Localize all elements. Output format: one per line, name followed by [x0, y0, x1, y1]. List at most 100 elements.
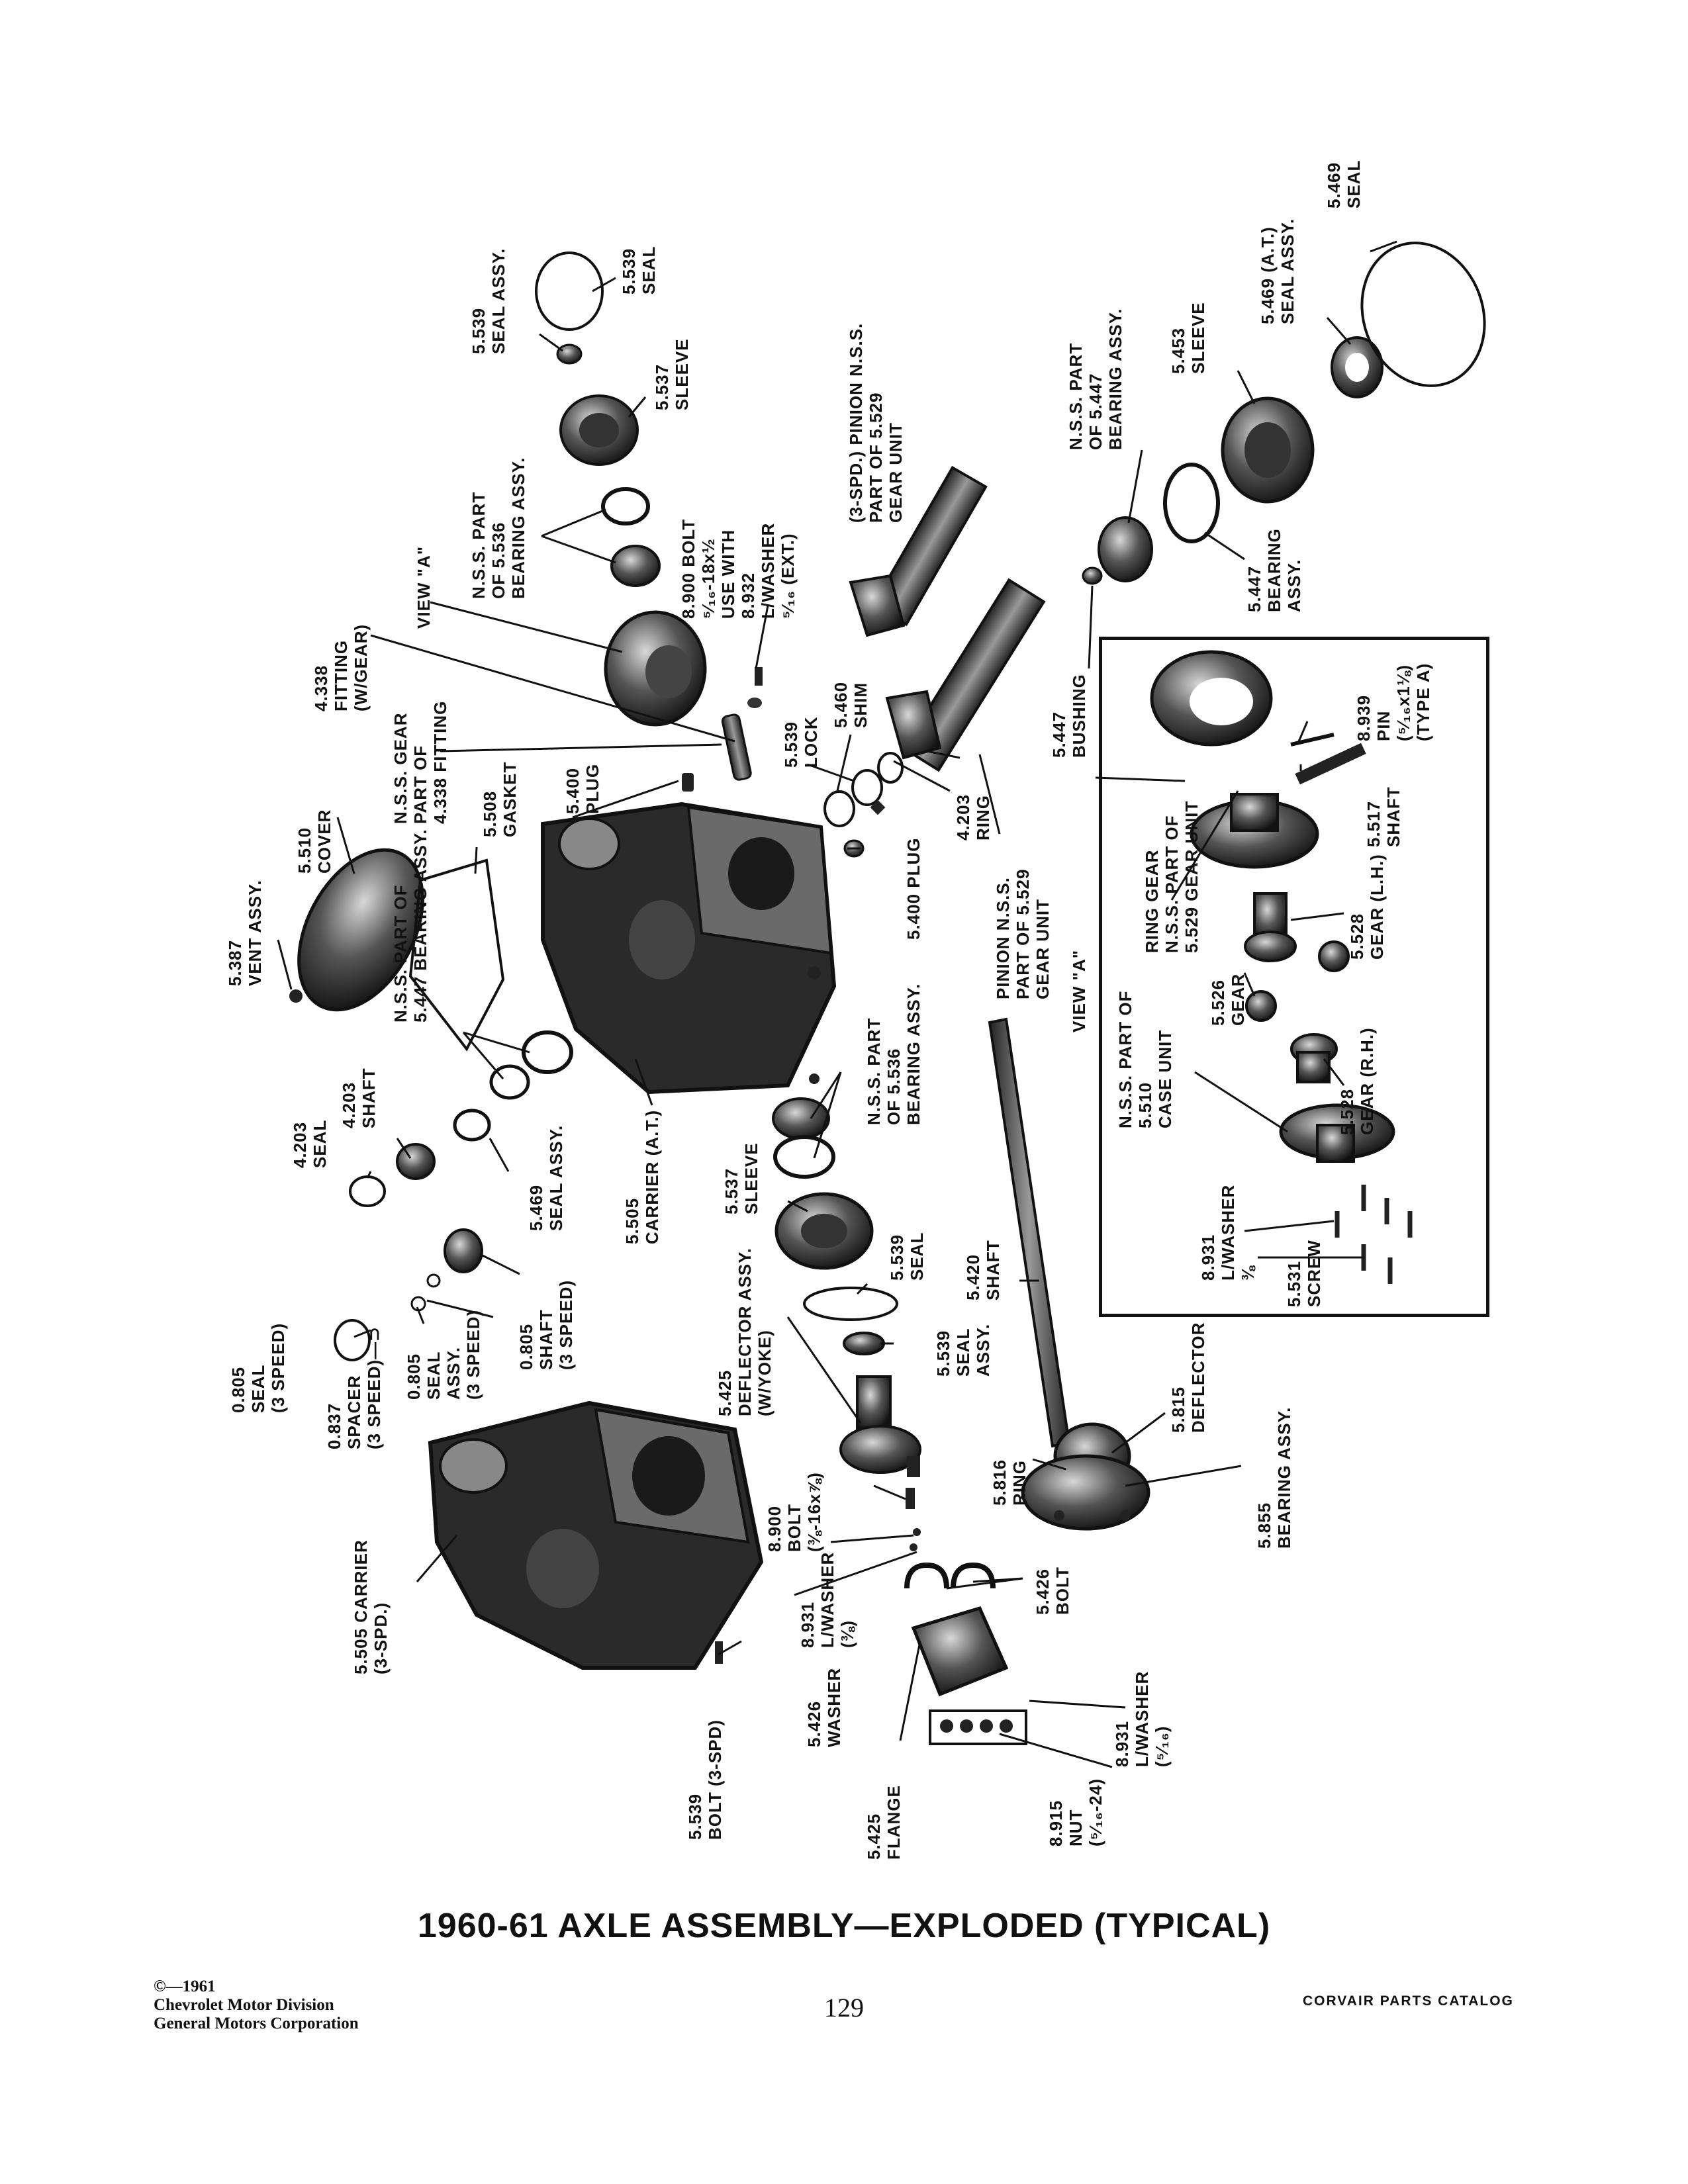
label-gear-4338: N.S.S. GEAR PART OF 4.338 FITTING	[391, 700, 450, 824]
page-number: 129	[824, 1993, 864, 2023]
shim-ring-parts	[682, 752, 904, 858]
label-bolt-8900-mid: 8.900 BOLT (⅜-16x⅞)	[765, 1472, 824, 1552]
spacer-0837-part	[426, 1273, 441, 1288]
label-seal-5469: 5.469 SEAL	[1324, 159, 1364, 208]
gear-5526-part	[1245, 940, 1350, 1022]
gear-rh-5528-part	[1290, 1033, 1338, 1083]
label-bearing-5447-top: N.S.S. PART OF 5.447 BEARING ASSY.	[1066, 308, 1125, 450]
label-fitting-4338: 4.338 FITTING (W/GEAR)	[311, 623, 371, 711]
bearing-5447-right-part	[1163, 463, 1220, 543]
label-pinion-at: PINION N.S.S. PART OF 5.529 GEAR UNIT	[993, 868, 1053, 999]
nut-8915-part	[929, 1709, 1027, 1745]
label-ring-4203: 4.203 RING	[953, 794, 993, 841]
label-shaft-5517: 5.517 SHAFT	[1364, 786, 1403, 847]
label-washer-5426: 5.426 WASHER	[804, 1667, 844, 1747]
page-title: 1960-61 AXLE ASSEMBLY—EXPLODED (TYPICAL)	[417, 1907, 1271, 1945]
label-washer-8931-mid: 8.931 L/WASHER (⅜)	[798, 1551, 857, 1648]
label-view-a-top: VIEW "A"	[414, 545, 434, 629]
seal-assy-5539-mid-part	[843, 1332, 885, 1355]
bearing-5536-mid-part	[772, 1073, 835, 1179]
label-seal-5539-top: 5.539 SEAL	[619, 246, 659, 295]
seal-0805-part	[334, 1319, 371, 1361]
label-plug-5400-mid: 5.400 PLUG	[904, 837, 923, 940]
label-cover-5510: 5.510 COVER	[295, 809, 334, 874]
label-gear-5526: 5.526 GEAR	[1208, 973, 1248, 1026]
label-pinion-3spd: (3-SPD.) PINION N.S.S. PART OF 5.529 GEA…	[846, 322, 906, 523]
label-ring-5816: 5.816 RING	[990, 1459, 1029, 1506]
label-gear-rh-5528: 5.528 GEAR (R.H.)	[1337, 1027, 1377, 1135]
label-nut-8915: 8.915 NUT (⁵⁄₁₆-24)	[1046, 1778, 1105, 1846]
view-a-box	[1099, 637, 1489, 1317]
label-shaft-4203: 4.203 SHAFT	[339, 1068, 379, 1128]
carrier-5505-3spd-part	[428, 1400, 764, 1670]
view-a-ring-gear-part	[1150, 650, 1273, 747]
leader-lines	[277, 240, 1397, 1768]
label-carrier-5505-at: 5.505 CARRIER (A.T.)	[622, 1109, 662, 1244]
label-bolt-8900-top: 8.900 BOLT ⁵⁄₁₆-18x½ USE WITH 8.932 L/WA…	[679, 518, 798, 619]
small-bolt-8900-part	[747, 667, 763, 708]
label-carrier-5505-3spd: 5.505 CARRIER (3-SPD.)	[351, 1539, 391, 1674]
u-bolt-5426-part	[904, 1562, 996, 1589]
label-bolt-5539-3spd: 5.539 BOLT (3-SPD)	[685, 1719, 725, 1840]
label-seal-assy-0805: 0.805 SEAL ASSY. (3 SPEED)	[404, 1309, 483, 1400]
label-bearing-5447-left: N.S.S. PART OF 5.447 BEARING ASSY.	[391, 829, 430, 1023]
label-bearing-5536-top: N.S.S. PART OF 5.536 BEARING ASSY.	[469, 457, 528, 599]
label-sleeve-5537-mid: 5.537 SLEEVE	[722, 1142, 761, 1214]
bearing-5536-top-part	[601, 487, 661, 587]
label-seal-assy-5469-at: 5.469 (A.T.) SEAL ASSY.	[1258, 218, 1297, 324]
label-bearing-5855: 5.855 BEARING ASSY.	[1254, 1406, 1294, 1549]
washer-8931-mid-part	[910, 1528, 921, 1551]
shaft-5420-part	[988, 1017, 1071, 1448]
catalog-name: CORVAIR PARTS CATALOG	[1303, 1993, 1514, 2009]
label-sleeve-5537-top: 5.537 SLEEVE	[652, 338, 692, 410]
carrier-5505-at-part	[541, 801, 837, 1095]
seal-5469-part	[1360, 242, 1486, 387]
bolt-8900-mid-part	[906, 1488, 915, 1509]
label-shim-5460: 5.460 SHIM	[831, 681, 870, 728]
ring-gear-top-part	[604, 610, 707, 727]
label-shaft-0805: 0.805 SHAFT (3 SPEED)	[516, 1279, 576, 1370]
label-shaft-5420: 5.420 SHAFT	[963, 1240, 1003, 1300]
shaft-5517-part	[1295, 743, 1366, 785]
bolt-5539-3spd-part	[715, 1641, 723, 1664]
bearing-5447-top-part	[1098, 516, 1153, 582]
label-gear-lh-5528: 5.528 GEAR (L.H.)	[1347, 854, 1387, 960]
label-flange-5425: 5.425 FLANGE	[864, 1785, 904, 1860]
label-washer-8931-box: 8.931 L/WASHER ⅜	[1198, 1184, 1258, 1281]
label-vent-5387: 5.387 VENT ASSY.	[225, 880, 265, 986]
label-plug-5400-top: 5.400 PLUG	[563, 763, 602, 814]
seal-assy-5539-part	[556, 343, 583, 365]
label-bearing-5447-right: 5.447 BEARING ASSY.	[1244, 528, 1304, 612]
bushing-5447-part	[1082, 567, 1103, 585]
label-seal-4203: 4.203 SEAL	[290, 1119, 330, 1168]
label-seal-assy-5539: 5.539 SEAL ASSY.	[469, 248, 508, 354]
label-sleeve-5453: 5.453 SLEEVE	[1168, 302, 1208, 374]
label-case-unit-5510: N.S.S. PART OF 5.510 CASE UNIT	[1115, 990, 1175, 1128]
label-ring-gear-5529: RING GEAR N.S.S. PART OF 5.529 GEAR UNIT	[1142, 800, 1201, 953]
label-view-a-box: VIEW "A"	[1069, 949, 1089, 1032]
label-spacer-0837: 0.837 SPACER (3 SPEED)—⊃	[324, 1326, 384, 1449]
case-unit-5510-part	[1279, 1103, 1395, 1163]
label-bolt-5426: 5.426 BOLT	[1033, 1567, 1072, 1615]
sleeve-5537-mid-part	[774, 1192, 874, 1270]
seal-assy-5469-at-part	[1331, 336, 1383, 398]
copyright-notice: ©—1961 Chevrolet Motor Division General …	[154, 1978, 359, 2032]
label-bushing-5447: 5.447 BUSHING	[1049, 674, 1089, 758]
seal-5539-top-part	[535, 251, 604, 331]
case-gear-unit-part	[1190, 793, 1319, 869]
label-seal-5539-mid: 5.539 SEAL	[887, 1232, 927, 1281]
fitting-4338-part	[721, 713, 752, 781]
pinion-3spd-part	[849, 465, 988, 637]
gear-lh-5528-part	[1244, 892, 1297, 962]
seal-5539-mid-part	[803, 1287, 898, 1321]
deflector-5425-part	[839, 1375, 921, 1477]
label-seal-0805: 0.805 SEAL (3 SPEED)	[228, 1322, 288, 1413]
vent-5387-part	[289, 989, 303, 1003]
pinion-at-part	[885, 578, 1046, 772]
bearing-5855-part	[1021, 1422, 1150, 1531]
label-seal-assy-5539-mid: 5.539 SEAL ASSY.	[933, 1323, 993, 1377]
label-deflector-5425: 5.425 DEFLECTOR ASSY. (W/YOKE)	[715, 1248, 774, 1416]
shaft-0805-part	[444, 1228, 483, 1273]
cover-5510-part	[297, 848, 424, 1012]
